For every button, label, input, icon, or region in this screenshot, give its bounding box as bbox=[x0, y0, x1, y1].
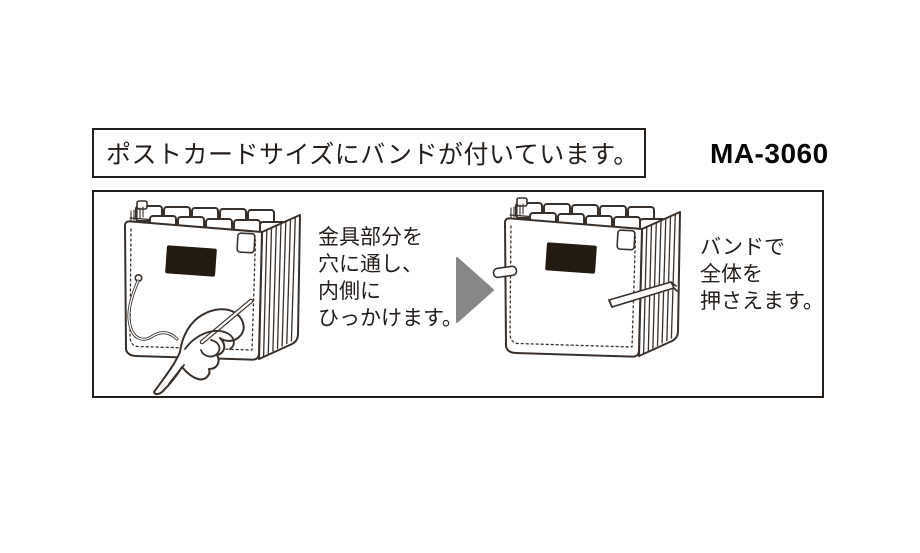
caption-step-2: バンドで 全体を 押さえます。 bbox=[700, 234, 824, 315]
caption-line: 金具部分を bbox=[318, 226, 423, 249]
caption-line: 全体を bbox=[700, 263, 763, 286]
instruction-illustration bbox=[124, 197, 681, 396]
arrow-right-icon bbox=[456, 257, 494, 323]
product-code-label: MA-3060 bbox=[710, 138, 829, 169]
caption-line: バンドで bbox=[700, 236, 786, 259]
band-string-icon bbox=[127, 279, 179, 341]
diagram-panel: 金具部分を 穴に通し、 内側に ひっかけます。 バンドで 全体を 押さえます。 bbox=[92, 190, 824, 398]
folder-after-illustration bbox=[492, 197, 681, 358]
caption-line: 穴に通し、 bbox=[318, 253, 423, 276]
hand-icon bbox=[153, 298, 254, 396]
title-box: ポストカードサイズにバンドが付いています。 bbox=[92, 128, 646, 178]
caption-line: 押さえます。 bbox=[700, 290, 824, 313]
caption-line: 内側に bbox=[318, 280, 381, 303]
band-icon bbox=[492, 265, 678, 308]
caption-step-1: 金具部分を 穴に通し、 内側に ひっかけます。 bbox=[318, 224, 463, 332]
folder-before-illustration bbox=[124, 200, 301, 396]
page-title: ポストカードサイズにバンドが付いています。 bbox=[106, 141, 639, 169]
caption-line: ひっかけます。 bbox=[318, 307, 463, 330]
